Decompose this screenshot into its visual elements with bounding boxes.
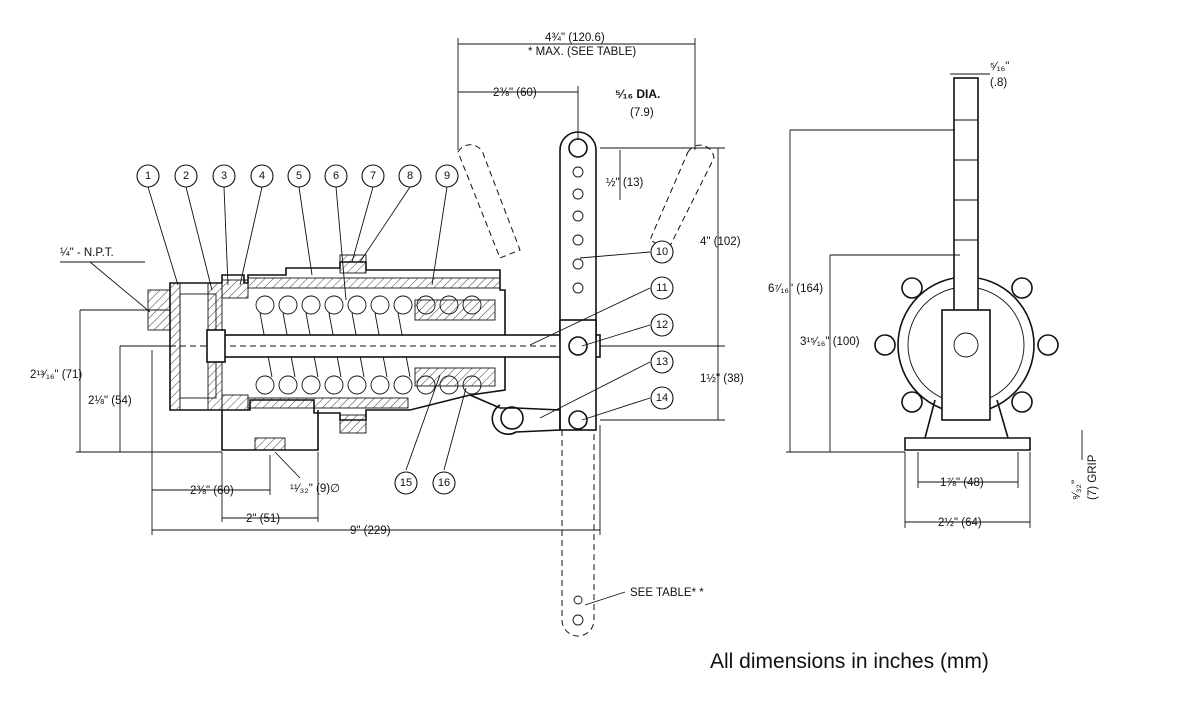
svg-text:3: 3 bbox=[221, 170, 227, 182]
svg-text:2: 2 bbox=[183, 170, 189, 182]
callout-12: 12 bbox=[650, 313, 674, 337]
dim-grip: ⁹⁄₃₂" bbox=[1071, 480, 1083, 500]
dim-handle-4in: 4" (102) bbox=[700, 236, 741, 248]
callout-7: 7 bbox=[361, 164, 385, 188]
part-callouts: 1 2 3 4 5 6 7 8 9 10 11 12 13 14 15 16 bbox=[136, 164, 674, 495]
dim-height-2-1-8: 2⅛" (54) bbox=[88, 395, 132, 407]
dim-overall-stroke: 4¾" (120.6) bbox=[545, 32, 605, 44]
dimension-labels: 4¾" (120.6) * MAX. (SEE TABLE) 2⅜" (60) … bbox=[30, 32, 1099, 599]
dim-base-2-3-8: 2⅜" (60) bbox=[190, 485, 234, 497]
svg-text:7: 7 bbox=[370, 170, 376, 182]
callout-5: 5 bbox=[287, 164, 311, 188]
svg-text:5: 5 bbox=[296, 170, 302, 182]
callout-3: 3 bbox=[212, 164, 236, 188]
svg-text:1: 1 bbox=[145, 170, 151, 182]
callout-11: 11 bbox=[650, 276, 674, 300]
dimension-lines bbox=[60, 38, 1083, 606]
svg-text:6: 6 bbox=[333, 170, 339, 182]
svg-text:9: 9 bbox=[444, 170, 450, 182]
callout-4: 4 bbox=[250, 164, 274, 188]
svg-text:13: 13 bbox=[656, 356, 668, 368]
callout-2: 2 bbox=[174, 164, 198, 188]
callout-6: 6 bbox=[324, 164, 348, 188]
callout-leaders bbox=[147, 186, 651, 471]
callout-13: 13 bbox=[650, 350, 674, 374]
dim-side-height-total: 6⁷⁄₁₆" (164) bbox=[768, 283, 823, 295]
dim-overall-length: 9" (229) bbox=[350, 525, 391, 537]
callout-1: 1 bbox=[136, 164, 160, 188]
dim-npt: ¼" - N.P.T. bbox=[60, 247, 114, 259]
dim-handle-offset: 2⅜" (60) bbox=[493, 87, 537, 99]
footer-note: All dimensions in inches (mm) bbox=[710, 650, 989, 673]
svg-text:11: 11 bbox=[656, 282, 667, 294]
pump-handle bbox=[457, 131, 715, 637]
dim-grip-mm: (7) GRIP bbox=[1087, 454, 1099, 500]
svg-text:10: 10 bbox=[656, 246, 668, 258]
callout-14: 14 bbox=[650, 386, 674, 410]
dim-foot-1-7-8: 1⅞" (48) bbox=[940, 477, 984, 489]
dim-foot-2-1-2: 2½" (64) bbox=[938, 517, 982, 529]
dim-see-table: SEE TABLE* * bbox=[630, 587, 704, 599]
dim-hole-pitch: ½" (13) bbox=[606, 177, 643, 189]
dim-top-width-mm: (.8) bbox=[990, 77, 1007, 89]
dim-hole-dia-mm: (7.9) bbox=[630, 107, 654, 119]
callout-16: 16 bbox=[432, 471, 456, 495]
dim-handle-1-5in: 1½" (38) bbox=[700, 373, 744, 385]
svg-text:14: 14 bbox=[656, 392, 668, 404]
svg-text:8: 8 bbox=[407, 170, 413, 182]
callout-8: 8 bbox=[398, 164, 422, 188]
svg-text:15: 15 bbox=[400, 477, 412, 489]
dim-top-width: ⁵⁄₁₆" bbox=[990, 61, 1009, 73]
callout-10: 10 bbox=[650, 240, 674, 264]
dim-base-2in: 2" (51) bbox=[246, 513, 280, 525]
dim-height-2-13-16: 2¹³⁄₁₆" (71) bbox=[30, 369, 82, 381]
dim-mount-hole: ¹¹⁄₃₂" (9)∅ bbox=[290, 483, 340, 495]
dim-side-height-center: 3¹⁵⁄₁₆" (100) bbox=[800, 336, 860, 348]
svg-text:16: 16 bbox=[438, 477, 450, 489]
dim-hole-dia: ⁵⁄₁₆ DIA. bbox=[615, 87, 660, 101]
callout-9: 9 bbox=[435, 164, 459, 188]
pump-body-section bbox=[140, 254, 610, 451]
dim-overall-stroke-note: * MAX. (SEE TABLE) bbox=[528, 46, 636, 58]
pump-side-view bbox=[874, 77, 1059, 451]
svg-text:12: 12 bbox=[656, 319, 668, 331]
svg-text:4: 4 bbox=[259, 170, 265, 182]
callout-15: 15 bbox=[394, 471, 418, 495]
